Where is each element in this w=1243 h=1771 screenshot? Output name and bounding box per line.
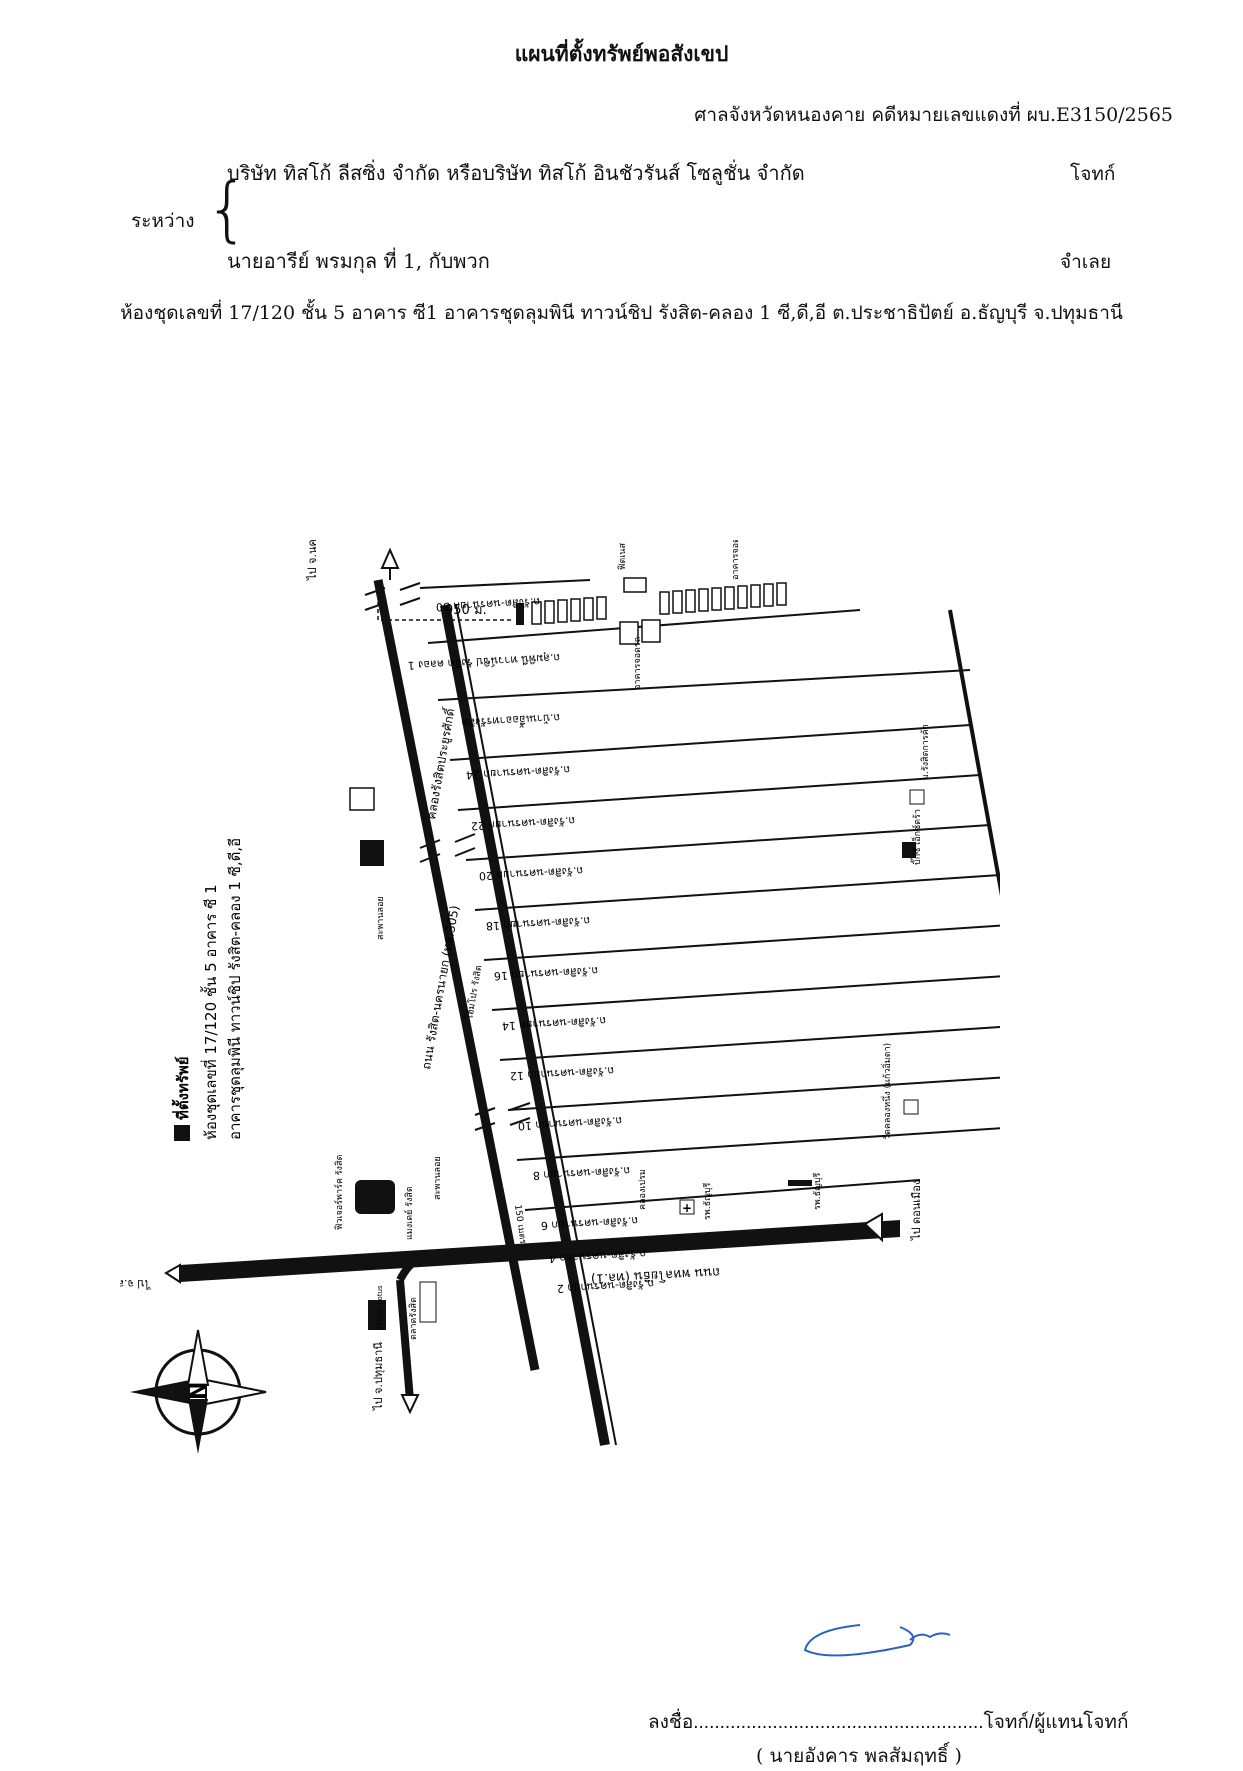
soi-label: ถ.รังสิต-นครนายก 4 [549, 1247, 647, 1265]
hospital-icon [679, 1199, 695, 1215]
interchange-curve [396, 1249, 467, 1282]
soi-label: ถ.ลุมพินี ทาวน์ชิป รังสิต คลอง 1 [407, 651, 560, 672]
right-direction-arrow [863, 1212, 883, 1243]
property-location-marker [516, 603, 524, 625]
hospital2-icon [788, 1180, 812, 1186]
soi-label: ถ.รังสิต-นครนายก 20 [479, 864, 584, 882]
top-direction-arrow [380, 547, 400, 569]
canal-edge-line [455, 604, 617, 1446]
homepro-icon [349, 787, 375, 811]
legend-title: ที่ตั้งทรัพย์ [171, 1056, 192, 1120]
dir-bottom-label: ไป จ.ปทุมธานี [372, 1342, 385, 1411]
brace-symbol: { [205, 168, 250, 250]
dir-left-label: ไป จ.สระบุรี [120, 1277, 151, 1290]
signatory-name: ( นายอังคาร พลสัมฤทธิ์ ) [756, 1745, 962, 1767]
plaintiff-role: โจทก์ [1070, 163, 1116, 185]
landmark-park: ฟิตเนส [617, 543, 628, 570]
soi-label: ถ.รังสิต-นครนายก 6 [541, 1214, 639, 1232]
soi-label: ถ.รังสิต-นครนายก 18 [486, 914, 591, 932]
future-park-icon [355, 1180, 395, 1214]
between-label: ระหว่าง [131, 210, 195, 232]
building-blocks [531, 577, 787, 645]
landmark-parking-top: อาคารจอดรถ [731, 540, 741, 580]
court-case-number: ศาลจังหวัดหนองคาย คดีหมายเลขแดงที่ ผบ.E3… [694, 104, 1173, 126]
landmark-label-group: อาคารจอดรถ อาคารจอดรถ ฟิตเนส ม.รังสิตการ… [333, 540, 931, 1340]
university-icon [909, 789, 925, 805]
landmark-overpass2: สะพานลอย [433, 1156, 443, 1200]
east-road-line [948, 609, 1000, 897]
soi-label: ถ.รังสิต-นครนายก 24 [466, 763, 571, 781]
defendant-name: นายอารีย์ พรมกุล ที่ 1, กับพวก [227, 249, 490, 273]
dir-top-label: ไป จ.นครนายก [306, 540, 319, 581]
legend-line2: อาคารชุดลุมพินี ทาวน์ชิป รังสิต-คลอง 1 ซ… [226, 838, 245, 1140]
soi-label: ถ.รังสิต-นครนายก 14 [502, 1014, 607, 1032]
soi-label: ถ.รังสิต-นครนายก 30 [436, 595, 541, 613]
signature-scribble [803, 1624, 951, 1657]
landmark-market: ตลาดรังสิต [408, 1297, 419, 1340]
hospital-cross-icon: + [682, 1201, 692, 1215]
market-icon [419, 1281, 437, 1323]
legend: ที่ตั้งทรัพย์ ห้องชุดเลขที่ 17/120 ชั้น … [171, 838, 245, 1141]
landmark-homepro: โฮมโปร รังสิต [464, 964, 484, 1020]
south-road-line [396, 1279, 414, 1401]
mall-icon [360, 840, 384, 866]
document-title: แผนที่ตั้งทรัพย์พอสังเขป [514, 41, 729, 66]
tesco-icon [368, 1300, 386, 1330]
soi-label: ถ.รังสิต-นครนายก 8 [533, 1164, 631, 1182]
north-label: N [187, 1382, 212, 1400]
landmark-canal2: คลองเปรม [638, 1169, 648, 1210]
legend-marker-icon [174, 1125, 190, 1141]
location-map: 950 ม. 150 เมตร + ถนน รังสิต-นครนายก (ทล… [120, 540, 1000, 1454]
signature-line: ลงชื่อ..................................… [648, 1712, 1129, 1733]
landmark-mall: แมงเดย์ รังสิต [403, 1186, 415, 1240]
landmark-university: ม.รังสิตการค้า [920, 724, 931, 780]
soi-label: ถ.รังสิต-นครนายก 10 [518, 1114, 623, 1132]
soi-label: ถ.รังสิต-นครนายก 16 [494, 964, 599, 982]
landmark-temple: วัดคลองหนึ่ง (แก้วอิ่มตา) [880, 1043, 893, 1140]
road-bottom-label: ถนน พหลโยธิน (ทล.1) [590, 1264, 720, 1287]
landmark-overpass: สะพานลอย [376, 896, 386, 940]
soi-lines [419, 579, 1000, 1211]
soi-label: ถ.รังสิต-นครนายก 2 [557, 1277, 655, 1295]
compass-north-icon: N [130, 1329, 267, 1454]
plaintiff-name: บริษัท ทิสโก้ ลีสซิ่ง จำกัด หรือบริษัท ท… [227, 161, 805, 185]
dir-right-label: ไป ดอนเมือง [910, 1180, 923, 1241]
landmark-parking-mid: อาคารจอดรถ [633, 637, 643, 690]
canal-label: คลองรังสิตประยูรศักดิ์ [422, 705, 459, 820]
soi-label: ถ.รังสิต-นครนายก 12 [510, 1064, 615, 1082]
soi-label: ถ.รังสิต-นครนายก 22 [471, 814, 576, 832]
bottom-direction-arrow [400, 1394, 420, 1415]
phahonyothin-road [180, 1220, 900, 1282]
landmark-hospital: รพ.ธัญบุรี [702, 1182, 713, 1220]
defendant-role: จำเลย [1060, 251, 1112, 273]
distance-label: 950 ม. [445, 603, 487, 618]
landmark-hospital2: รพ.ธัญบุรี [812, 1172, 823, 1210]
legend-line1: ห้องชุดเลขที่ 17/120 ชั้น 5 อาคาร ซี 1 [200, 884, 221, 1140]
left-direction-arrow [164, 1263, 181, 1284]
temple-icon [903, 1099, 919, 1115]
main-road-line [373, 579, 540, 1371]
distance-dashed-line [377, 602, 512, 621]
unit-description: ห้องชุดเลขที่ 17/120 ชั้น 5 อาคาร ซี1 อา… [120, 302, 1123, 324]
landmark-tesco: TESCO Lotus [376, 1285, 384, 1331]
landmark-bigc: บิ๊กซี เอ็กซ์ตร้า [910, 809, 923, 865]
soi-label: ถ.บ้านเอื้ออาทรรังสิต [461, 711, 561, 731]
landmark-future-park: ฟิวเจอร์พาร์ค รังสิต [333, 1155, 345, 1230]
canal-line [440, 604, 610, 1446]
overpass-symbols [364, 582, 531, 1131]
bigc-icon [902, 842, 916, 858]
